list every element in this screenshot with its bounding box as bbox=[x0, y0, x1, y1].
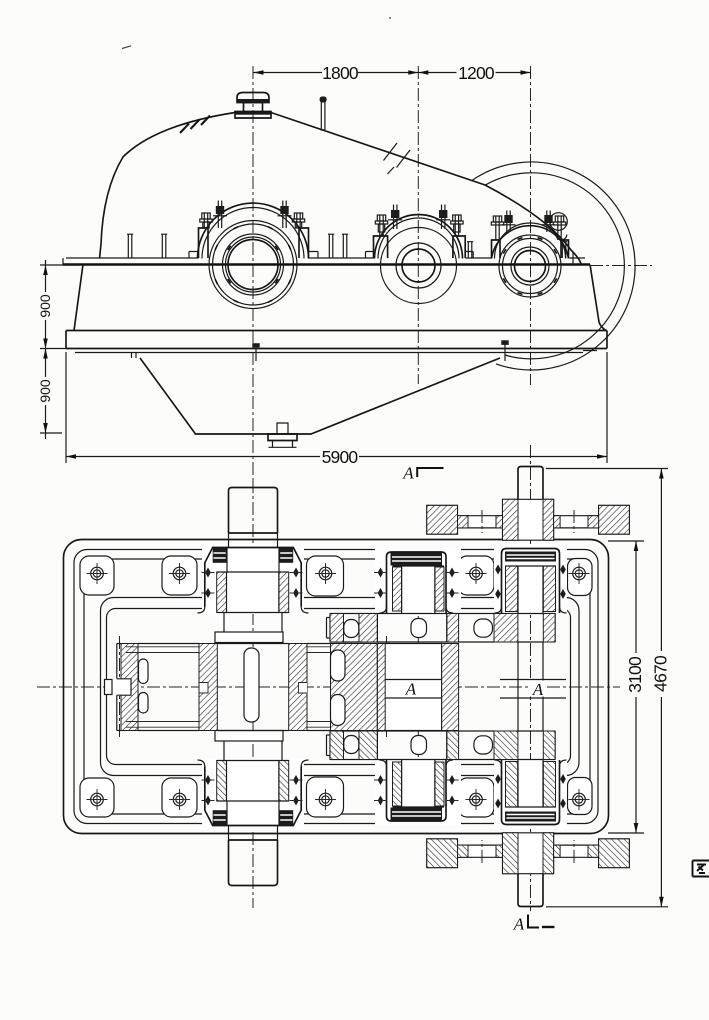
svg-text:A: A bbox=[532, 680, 544, 699]
svg-text:3100: 3100 bbox=[625, 656, 645, 693]
svg-text:4670: 4670 bbox=[650, 655, 670, 692]
svg-text:A: A bbox=[405, 680, 417, 699]
svg-text:1800: 1800 bbox=[322, 63, 359, 83]
svg-text:A: A bbox=[513, 915, 525, 934]
svg-text:900: 900 bbox=[37, 294, 53, 318]
svg-text:1200: 1200 bbox=[458, 63, 495, 83]
svg-text:5900: 5900 bbox=[322, 447, 359, 467]
svg-text:900: 900 bbox=[37, 379, 53, 403]
svg-text:A: A bbox=[402, 464, 414, 483]
